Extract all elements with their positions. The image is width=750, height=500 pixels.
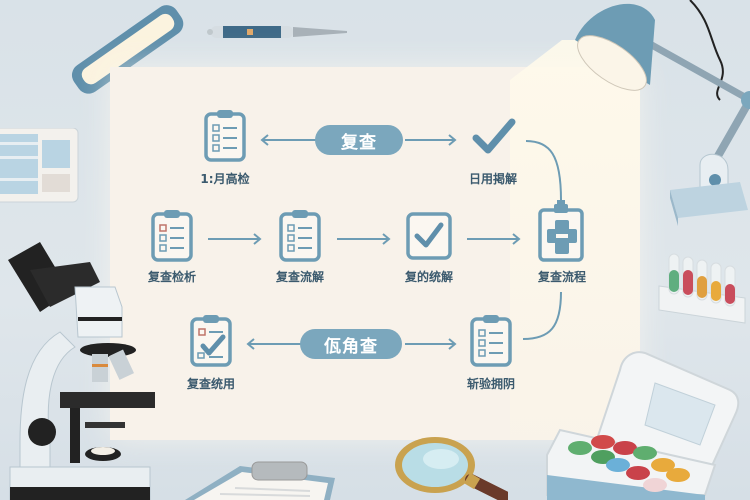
light-bar-icon [60, 0, 190, 100]
tablet-icon [0, 128, 80, 208]
checkbox-icon [406, 212, 452, 260]
node-label-mid-3: 复的统解 [404, 270, 454, 284]
clipboard-check-icon [189, 313, 233, 367]
test-tube-rack-icon [655, 248, 750, 328]
arrow-right-icon [467, 233, 521, 245]
review-pill-button[interactable]: 复查 [315, 125, 403, 155]
clipboard-icon [180, 458, 340, 500]
microscope-icon [0, 232, 160, 500]
node-label-top-right: 日用掲解 [468, 172, 518, 186]
arrow-right-icon [405, 134, 457, 146]
checkmark-icon [472, 118, 516, 156]
clipboard-checklist-icon [203, 108, 247, 162]
sample-case-icon [535, 345, 750, 500]
clipboard-checklist-icon [278, 208, 322, 262]
magnifying-glass-icon [393, 435, 508, 500]
node-label-mid-1: 复查检析 [147, 270, 197, 284]
pen-icon [205, 22, 350, 42]
arrow-right-icon [208, 233, 262, 245]
desk-lamp-icon [560, 0, 750, 230]
arrow-right-icon [405, 338, 457, 350]
clipboard-checklist-icon [150, 208, 194, 262]
arrow-right-icon [337, 233, 391, 245]
review-pill-button-bottom[interactable]: 佤角查 [300, 329, 402, 359]
node-label-bottom-left: 复查统用 [186, 377, 236, 391]
node-label-bottom-right: 斩验拥阴 [466, 377, 516, 391]
connector-curve-bottom [522, 292, 564, 342]
connector-curve-top [525, 140, 565, 202]
arrow-left-icon [260, 134, 316, 146]
node-label-mid-2: 复查流解 [275, 270, 325, 284]
arrow-left-icon [246, 338, 302, 350]
clipboard-medical-cross-icon [538, 200, 584, 262]
clipboard-checklist-icon [469, 313, 513, 367]
node-label-mid-4: 复查流程 [537, 270, 587, 284]
node-label-top-left: 1:月高检 [200, 172, 250, 186]
